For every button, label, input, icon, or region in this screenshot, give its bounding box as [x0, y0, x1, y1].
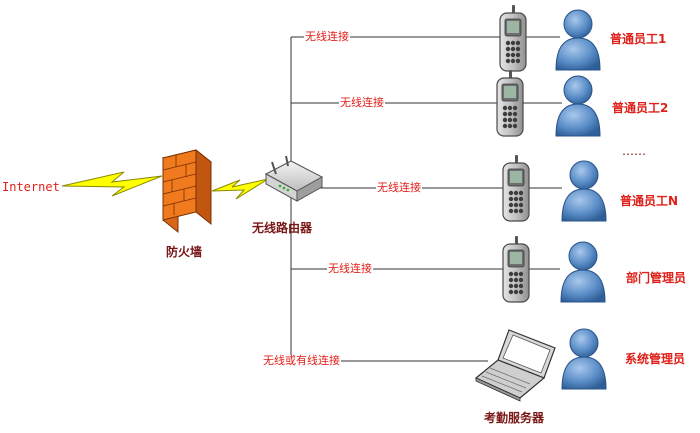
mobile-phone-icon	[502, 154, 530, 222]
ellipsis-label: ……	[622, 144, 646, 158]
role-label: 普通员工N	[620, 194, 679, 208]
person-icon	[561, 160, 607, 222]
connection-label: 无线连接	[339, 96, 385, 109]
server-label: 考勤服务器	[484, 411, 545, 425]
mobile-phone-icon	[499, 4, 527, 72]
role-label: 部门管理员	[626, 271, 687, 285]
branch-system-admin	[561, 328, 607, 390]
connection-label: 无线连接	[304, 30, 350, 43]
person-icon	[555, 9, 601, 71]
wireless-router-icon	[264, 155, 324, 202]
role-label: 系统管理员	[625, 352, 686, 366]
laptop-icon	[474, 329, 556, 402]
lightning-bolt-icon	[61, 171, 163, 197]
person-icon	[555, 75, 601, 137]
branch-employee-1	[499, 4, 601, 72]
connection-label: 无线连接	[376, 181, 422, 194]
role-label: 普通员工2	[612, 101, 669, 115]
lightning-bolt-icon	[211, 178, 269, 200]
firewall-label: 防火墙	[166, 245, 203, 259]
connection-label: 无线连接	[327, 262, 373, 275]
brick-firewall-icon	[161, 148, 213, 234]
mobile-phone-icon	[496, 69, 524, 137]
router-label: 无线路由器	[252, 221, 313, 235]
role-label: 普通员工1	[610, 32, 667, 46]
internet-label: Internet	[2, 180, 60, 194]
connection-label: 无线或有线连接	[262, 354, 341, 367]
person-icon	[561, 328, 607, 390]
mobile-phone-icon	[502, 235, 530, 303]
person-icon	[560, 241, 606, 303]
